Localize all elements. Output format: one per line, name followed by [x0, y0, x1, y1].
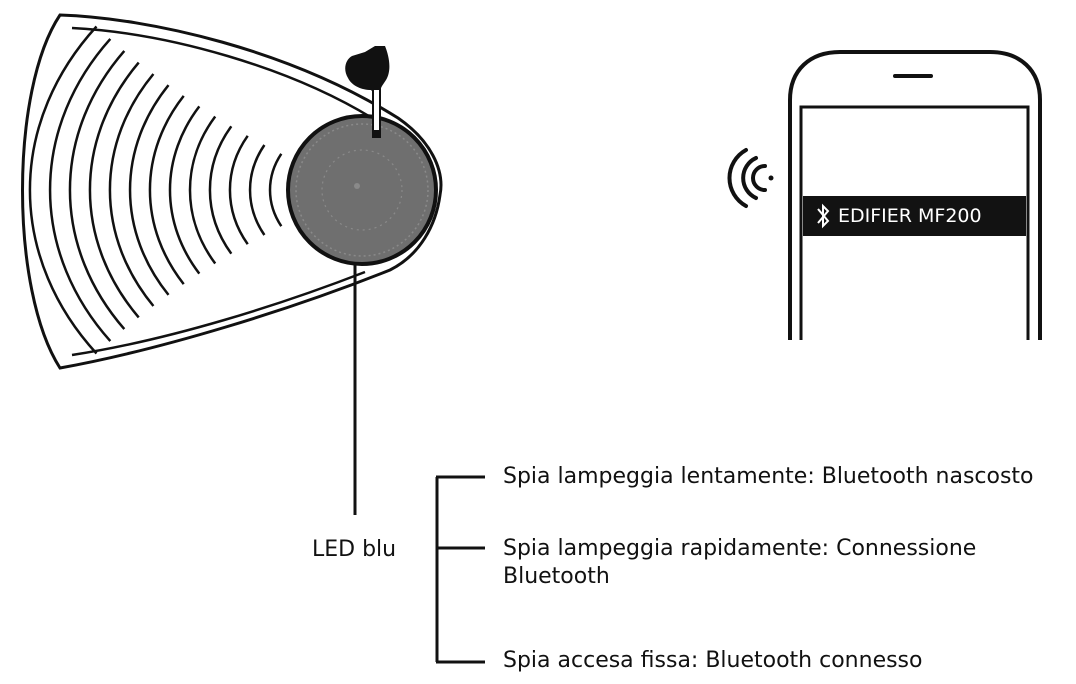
sound-wave-arc — [268, 153, 283, 227]
sound-wave-arc — [148, 95, 185, 285]
phone-screen — [799, 105, 1030, 340]
wireless-signal-icon — [727, 148, 774, 208]
sound-wave-arc — [48, 38, 112, 342]
speaker-casing-inner-top — [71, 26, 373, 120]
speaker-casing — [21, 13, 443, 370]
speaker-grille-texture-inner — [321, 149, 403, 231]
led-states-bracket — [435, 475, 485, 664]
sound-wave-arc — [68, 50, 126, 330]
bluetooth-icon — [817, 203, 830, 229]
speaker — [21, 13, 443, 370]
speaker-casing-inner-bottom — [71, 270, 366, 357]
sound-wave-arc — [108, 73, 155, 307]
speaker-grille-texture — [295, 123, 429, 257]
speaker-grille-center — [354, 183, 360, 189]
led-state-fast-blink: Spia lampeggia rapidamente: Connessione … — [503, 536, 977, 589]
sound-wave-arc — [208, 125, 233, 255]
sound-wave-arc — [248, 144, 266, 236]
led-state-slow-blink: Spia lampeggia lentamente: Bluetooth nas… — [503, 464, 1034, 489]
speaker-grille — [286, 114, 438, 266]
sound-wave-arc — [228, 135, 249, 245]
sound-waves — [28, 25, 283, 355]
device-name-label: EDIFIER MF200 — [838, 205, 982, 227]
device-list-item[interactable] — [803, 196, 1026, 236]
sound-wave-arc — [188, 115, 217, 265]
phone — [788, 50, 1042, 340]
sound-wave-arc — [28, 25, 98, 355]
sound-wave-arc — [168, 105, 201, 275]
sound-wave-arc — [88, 61, 140, 319]
phone-speaker-slot — [893, 74, 933, 78]
led-label: LED blu — [312, 537, 397, 562]
led-state-solid: Spia accesa fissa: Bluetooth connesso — [503, 648, 923, 673]
pointing-finger-icon — [345, 46, 390, 138]
sound-wave-arc — [128, 84, 170, 296]
